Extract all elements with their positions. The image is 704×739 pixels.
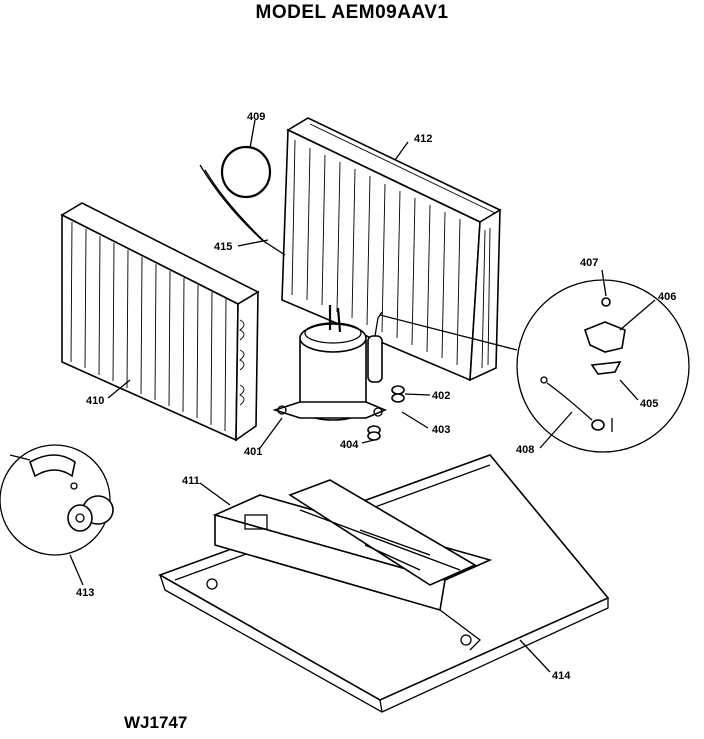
filter-detail-circle [0, 444, 114, 556]
condenser-coil-412 [281, 117, 502, 382]
callout-411: 411 [182, 475, 200, 487]
callout-407: 407 [580, 257, 598, 269]
compressor-401 [272, 305, 388, 421]
callout-409: 409 [247, 111, 265, 123]
drawing-code: WJ1747 [124, 713, 188, 732]
callout-413: 413 [76, 587, 94, 599]
callout-404: 404 [340, 439, 359, 451]
callout-403: 403 [432, 424, 450, 436]
callout-406: 406 [658, 291, 676, 303]
capillary-tube-409 [199, 145, 286, 256]
callout-408: 408 [516, 444, 534, 456]
evaporator-coil-410 [60, 202, 260, 442]
callout-410: 410 [86, 395, 104, 407]
overload-detail-circle [379, 279, 690, 453]
callout-405: 405 [640, 398, 658, 410]
partition-411 [212, 479, 493, 612]
callout-415: 415 [214, 241, 232, 253]
mount-grommet-402 [391, 385, 405, 403]
model-title: MODEL AEM09AAV1 [255, 2, 449, 23]
callout-402: 402 [432, 390, 450, 402]
callout-414: 414 [552, 670, 571, 682]
mount-nut-404 [367, 425, 381, 441]
leader-lines [69, 119, 656, 673]
callout-412: 412 [414, 133, 432, 145]
callout-401: 401 [244, 446, 262, 458]
